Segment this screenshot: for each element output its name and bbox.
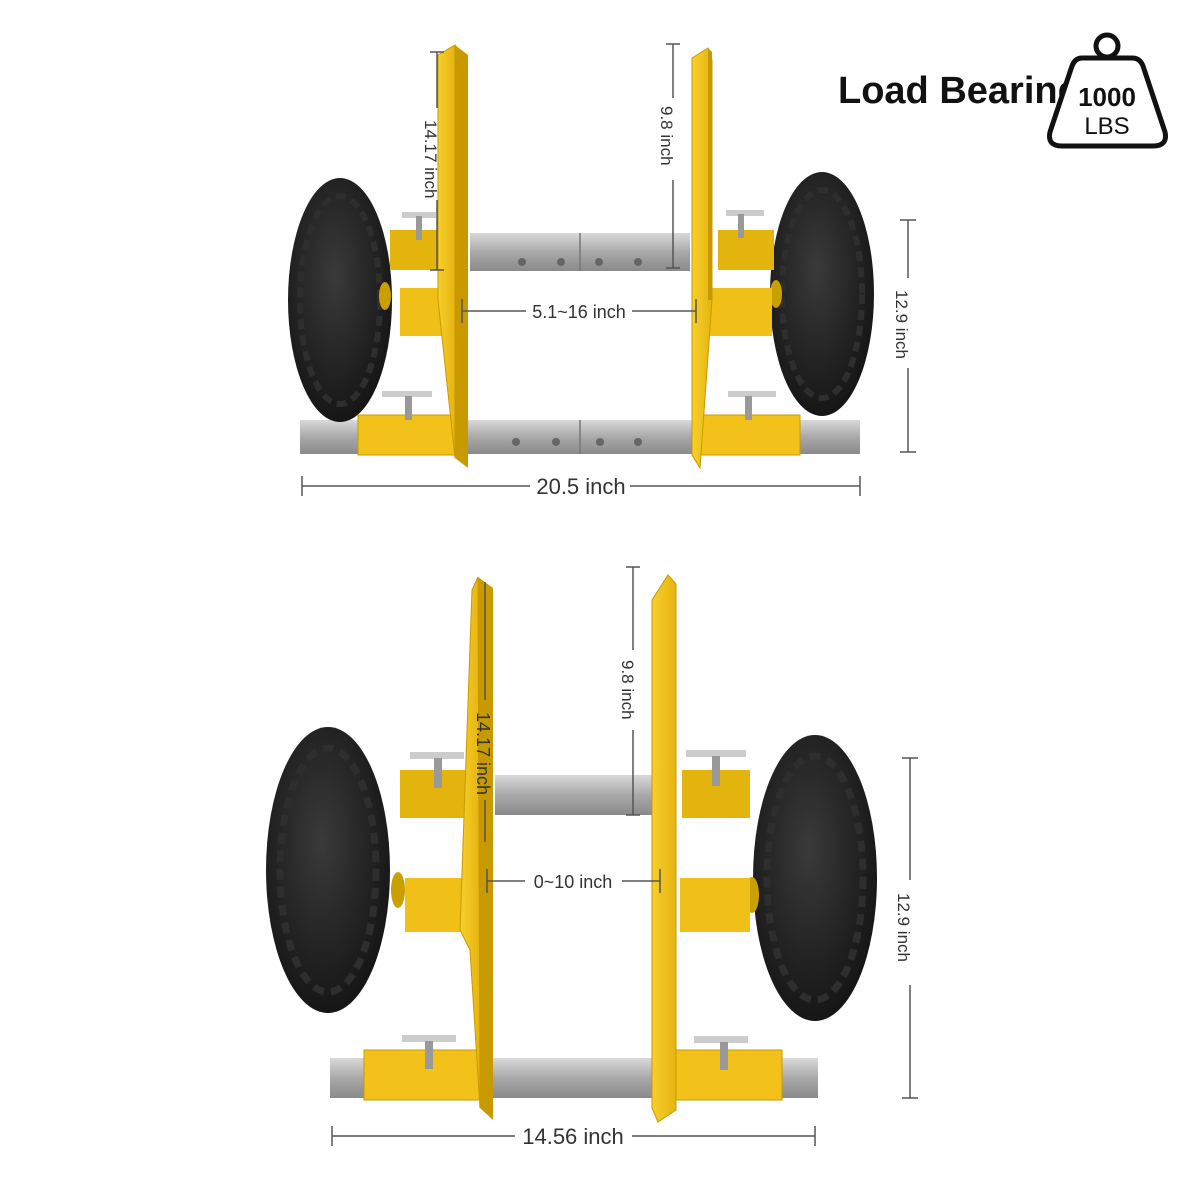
top-gap-height-label: 9.8 inch [657, 106, 676, 166]
top-depth-label: 12.9 inch [892, 290, 911, 359]
right-bracket-assembly [657, 750, 783, 1101]
dolly-bottom-view: 14.17 inch 9.8 inch 0~10 inch 12.9 inch … [266, 566, 918, 1149]
left-bracket-assembly [363, 752, 489, 1101]
left-plate [437, 44, 468, 468]
capacity-unit: LBS [1084, 113, 1129, 140]
dimension-lines [331, 566, 918, 1146]
top-overall-width-label: 20.5 inch [536, 474, 625, 499]
top-plate-height-label: 14.17 inch [421, 120, 440, 198]
dimension-lines [301, 43, 916, 496]
load-bearing-label: Load Bearing: [838, 70, 1093, 112]
right-plate [691, 47, 713, 470]
left-plate [459, 576, 493, 1120]
bottom-overall-width-label: 14.56 inch [522, 1124, 624, 1149]
right-bracket-assembly [699, 210, 801, 456]
right-wheel [745, 735, 877, 1021]
rear-crossbar [470, 233, 690, 271]
bottom-plate-height-label: 14.17 inch [473, 712, 493, 795]
left-bracket-assembly [357, 212, 459, 456]
load-bearing-header: Load Bearing: 1000 LBS [838, 32, 1168, 149]
weight-icon: 1000 LBS [1047, 32, 1168, 149]
right-wheel [770, 172, 874, 416]
top-width-range-label: 5.1~16 inch [532, 302, 626, 322]
bottom-depth-label: 12.9 inch [894, 893, 913, 962]
bottom-width-range-label: 0~10 inch [534, 872, 613, 892]
rear-crossbar [495, 775, 655, 815]
bottom-gap-height-label: 9.8 inch [618, 660, 637, 720]
left-wheel [288, 178, 392, 422]
right-plate [651, 574, 677, 1123]
capacity-value: 1000 [1078, 82, 1136, 112]
dolly-top-view: 14.17 inch 9.8 inch 5.1~16 inch 12.9 inc… [288, 43, 916, 499]
left-wheel [266, 727, 405, 1013]
